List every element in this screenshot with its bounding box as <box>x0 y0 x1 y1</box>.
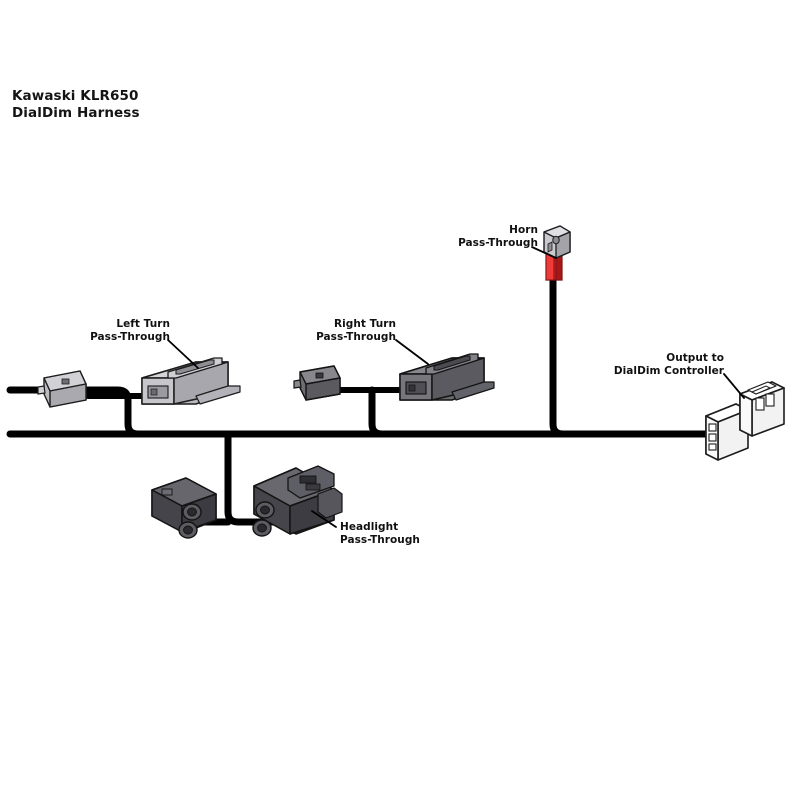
callout-headlight-line1: Headlight <box>340 521 399 533</box>
callout-headlight-line2: Pass-Through <box>340 533 420 546</box>
headlight-pass-through-connector-female <box>151 477 217 539</box>
leader-line-left-turn <box>167 339 199 369</box>
callout-output: Output to DialDim Controller <box>530 352 724 377</box>
title-line-1: Kawaski KLR650 <box>12 88 139 104</box>
right-turn-pass-through-connector <box>399 353 495 401</box>
callout-leader-lines <box>167 246 745 528</box>
diagram-title: Kawaski KLR650 DialDim Harness <box>12 88 140 121</box>
wire-harness-group <box>6 262 716 526</box>
callout-left-turn: Left Turn Pass-Through <box>0 318 170 343</box>
wire-headlight-branch <box>224 430 296 526</box>
callout-left-turn-line2: Pass-Through <box>90 330 170 343</box>
title-line-2: DialDim Harness <box>12 104 140 121</box>
callout-output-line1: Output to <box>666 352 724 364</box>
dialdim-output-connector <box>705 381 785 461</box>
leader-line-right-turn <box>395 339 429 365</box>
right-turn-blade-connector <box>293 365 341 401</box>
wire-left-turn-lead <box>6 386 142 438</box>
headlight-pass-through-connector-male <box>252 465 343 537</box>
callout-right-turn: Right Turn Pass-Through <box>226 318 396 343</box>
horn-spade-terminal <box>543 225 571 281</box>
callout-output-line2: DialDim Controller <box>613 364 724 377</box>
wire-right-turn-lead <box>368 386 386 438</box>
leader-line-headlight <box>311 510 337 528</box>
left-turn-blade-connector <box>37 370 87 408</box>
callout-left-turn-line1: Left Turn <box>116 318 170 330</box>
leader-line-horn <box>531 246 557 259</box>
callout-headlight: Headlight Pass-Through <box>340 521 520 546</box>
left-turn-pass-through-connector <box>141 357 241 405</box>
callout-horn-line1: Horn <box>509 224 538 236</box>
wire-horn-drop <box>549 262 567 438</box>
callout-right-turn-line2: Pass-Through <box>316 330 396 343</box>
leader-line-output <box>723 373 745 399</box>
callout-horn-line2: Pass-Through <box>458 236 538 249</box>
callout-horn: Horn Pass-Through <box>358 224 538 249</box>
callout-right-turn-line1: Right Turn <box>334 318 396 330</box>
